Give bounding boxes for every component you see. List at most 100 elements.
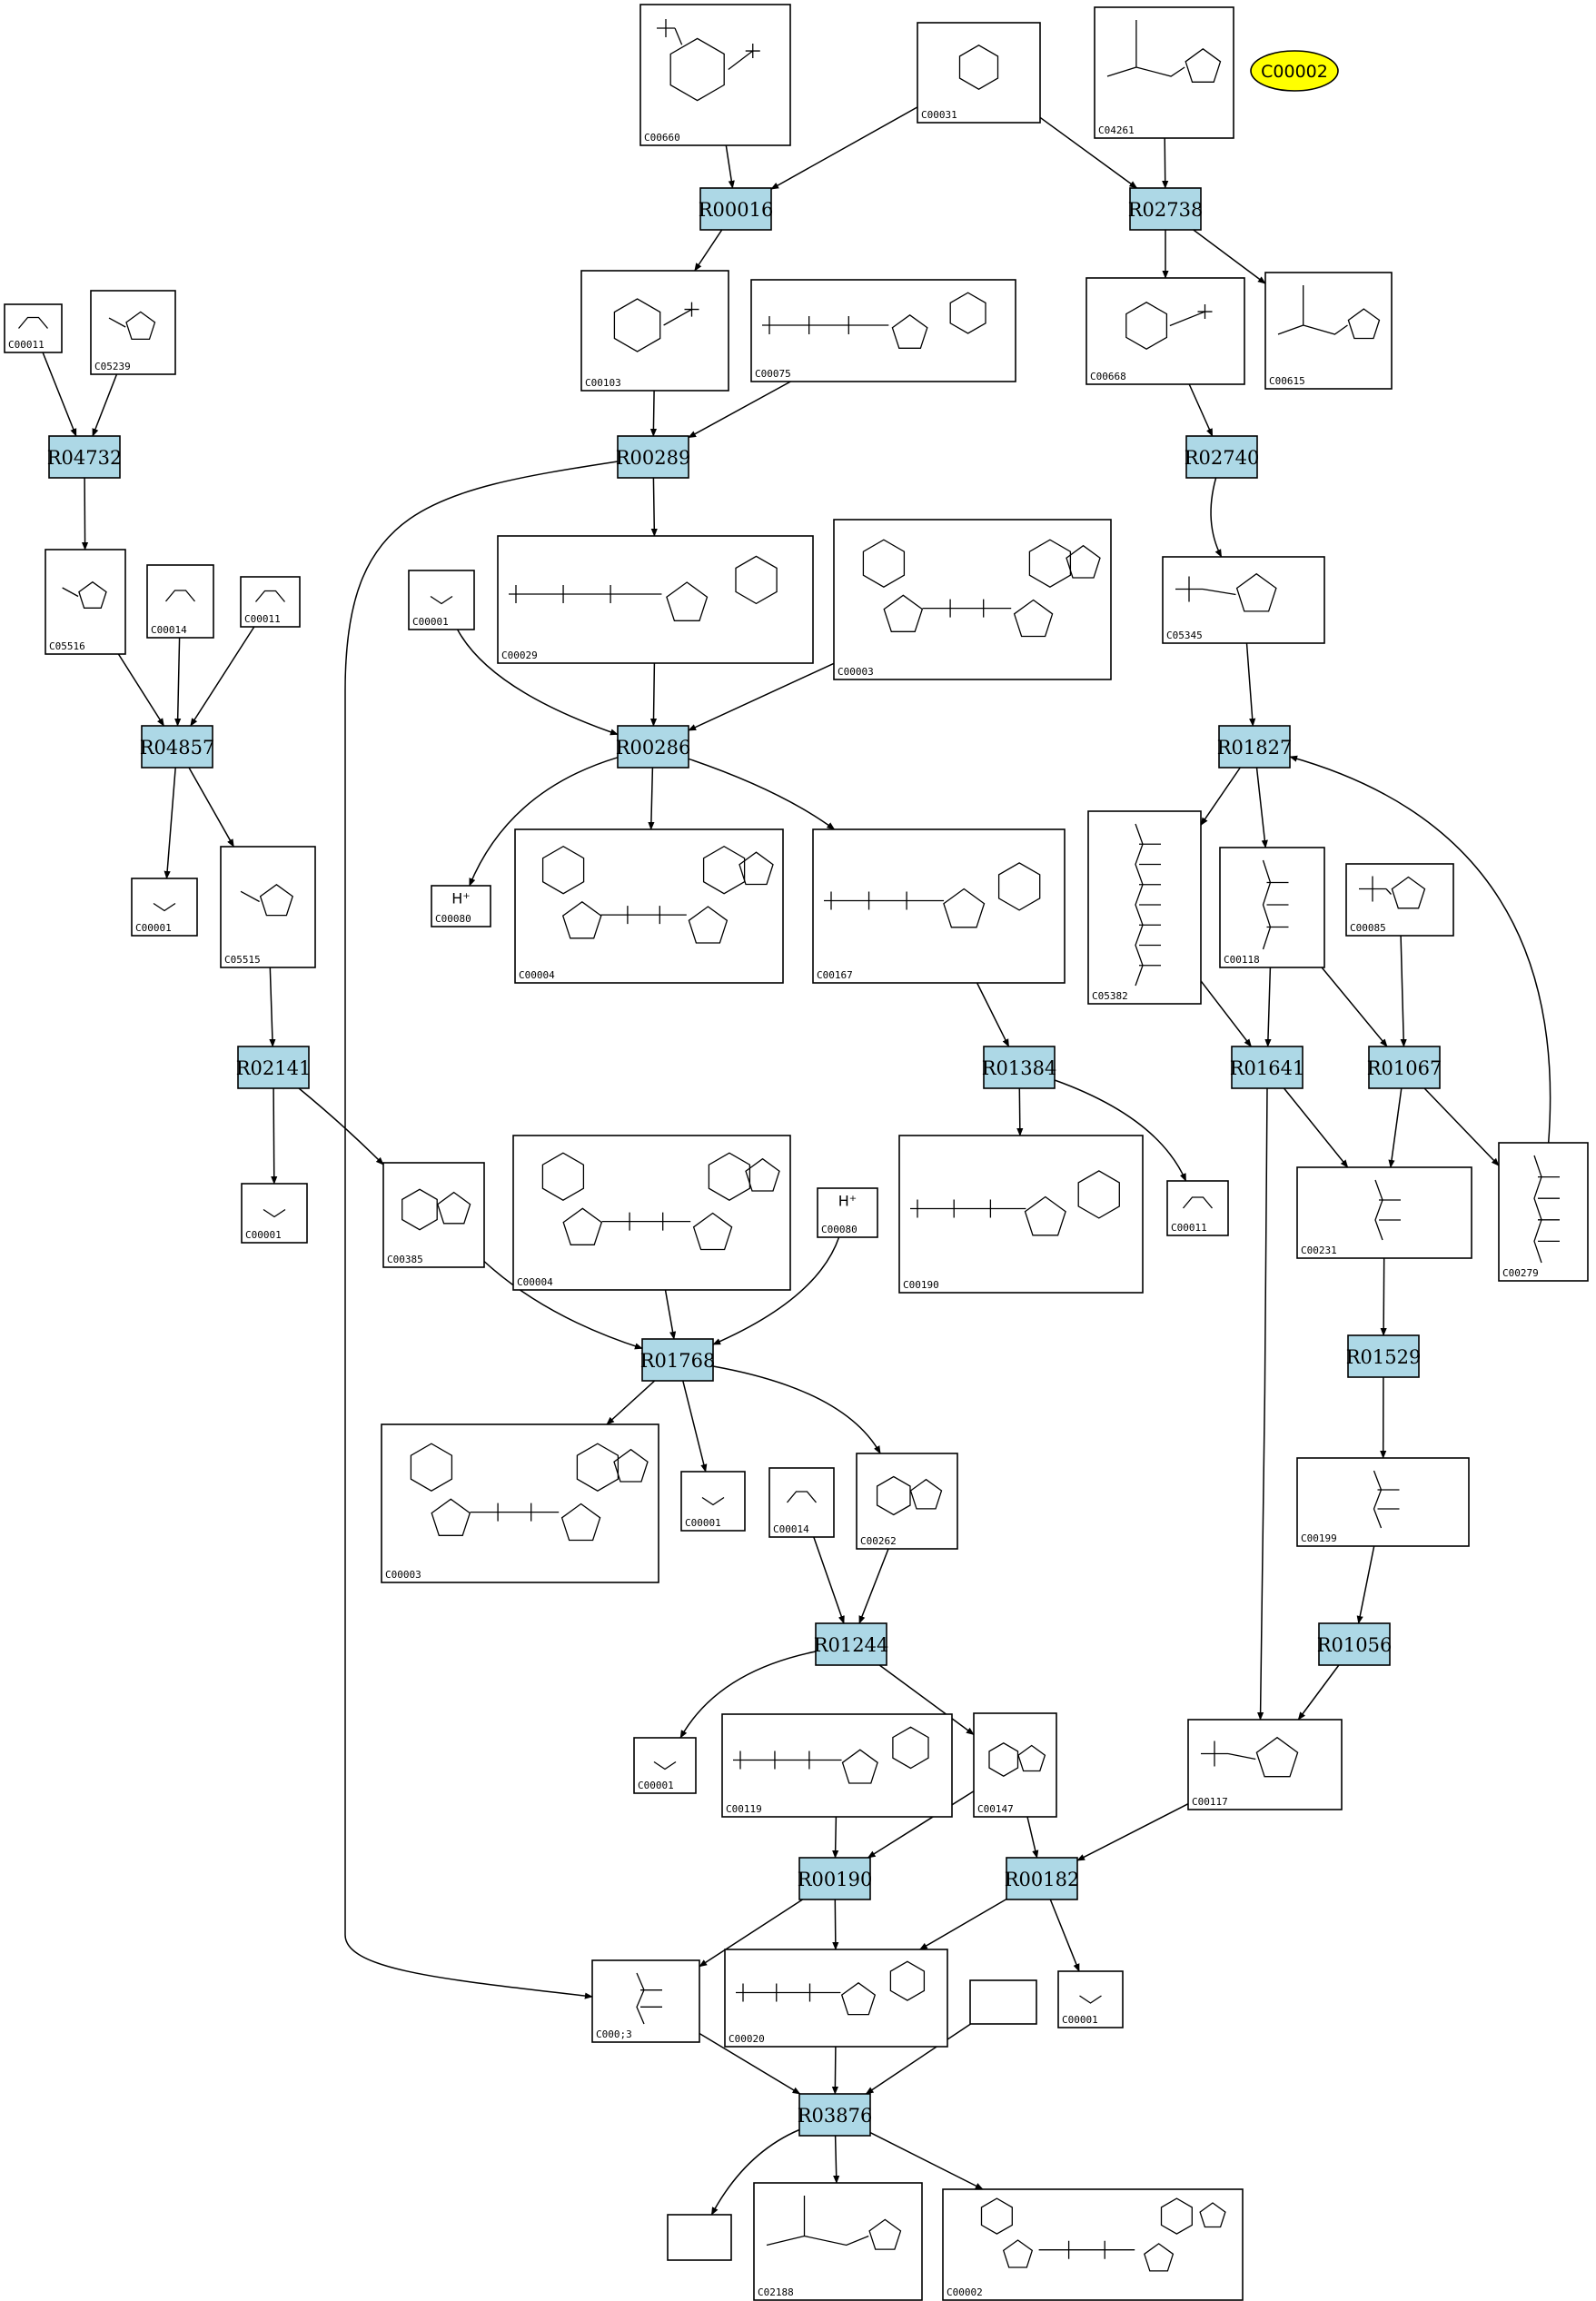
compound-C00011-node[interactable]: C00011	[240, 576, 301, 628]
compound-C00003-node[interactable]: C00003	[833, 519, 1112, 680]
bond	[18, 316, 48, 329]
compound-label: C00011	[244, 613, 281, 625]
compound-C00001-node[interactable]: C00001	[241, 1183, 308, 1244]
compound-C00085-node[interactable]: C00085	[1345, 863, 1454, 937]
edge-C00013a-R03876	[699, 2032, 801, 2095]
reaction-R03876-node[interactable]: R03876	[798, 2093, 873, 2137]
reaction-R00016-node[interactable]: R00016	[699, 187, 774, 231]
compound-C00001-node[interactable]: C00001	[131, 878, 198, 937]
reaction-R01244-node[interactable]: R01244	[814, 1622, 889, 1666]
edge-R00016-C00103a	[694, 229, 723, 272]
reaction-R02738-node[interactable]: R02738	[1128, 187, 1204, 231]
compound-C00385-node[interactable]: C00385	[382, 1162, 485, 1268]
compound-C00660-node[interactable]: C00660	[639, 4, 791, 146]
compound-C05515-node[interactable]: C05515	[220, 846, 316, 968]
compound-C00020-node[interactable]: C00020	[724, 1949, 948, 2048]
reaction-R02740-node[interactable]: R02740	[1185, 435, 1260, 479]
reaction-R00286-node[interactable]: R00286	[616, 725, 691, 769]
compound-C00147-node[interactable]: C00147	[973, 1712, 1057, 1818]
compound-C00080-node[interactable]: H⁺C00080	[431, 885, 491, 927]
compound-C00001-node[interactable]: C00001	[680, 1471, 746, 1532]
reaction-R02141-node[interactable]: R02141	[236, 1046, 312, 1089]
compound-C00167-node[interactable]: C00167	[812, 828, 1066, 984]
compound-C00014-node[interactable]: C00014	[146, 564, 214, 639]
compound-label: C00279	[1502, 1267, 1539, 1279]
edge-R01768-C00001d	[682, 1380, 708, 1473]
compound-C00103-node[interactable]: C00103	[580, 270, 729, 392]
edge-R03876-EMPTY2	[710, 2128, 800, 2216]
compound-C00014-node[interactable]: C00014	[768, 1467, 835, 1538]
edge-R00289-C00013	[344, 461, 619, 1999]
reaction-R01529-node[interactable]: R01529	[1346, 1334, 1422, 1378]
compound-C00615-node[interactable]: C00615	[1264, 272, 1393, 390]
reaction-R01384-node[interactable]: R01384	[982, 1046, 1057, 1089]
edge-R00289-C00029a	[650, 477, 658, 537]
compound-C05516-node[interactable]: C05516	[45, 549, 126, 655]
bond	[1038, 2240, 1135, 2259]
compound-C00262-node[interactable]: C00262	[856, 1453, 958, 1550]
compound-box	[639, 4, 791, 146]
compound-C00080-node[interactable]: H⁺C00080	[817, 1187, 878, 1238]
edge-C00385a-R01768	[483, 1260, 643, 1350]
compound-C00011-node[interactable]: C00011	[4, 303, 63, 353]
compound-C00003-node[interactable]: C00003	[381, 1423, 659, 1583]
edge-R04857-C05515a	[188, 767, 234, 848]
compound-C00668-node[interactable]: C00668	[1085, 277, 1245, 385]
compound-C02188-node[interactable]: C02188	[753, 2182, 923, 2301]
bond	[787, 1491, 817, 1503]
compound-C00279-node[interactable]: C00279	[1498, 1142, 1589, 1282]
bond	[922, 599, 1012, 618]
ring	[560, 1503, 601, 1542]
compound-label: C04261	[1098, 124, 1135, 136]
reaction-R01827-node[interactable]: R01827	[1217, 725, 1293, 769]
compound-box	[817, 1187, 878, 1238]
edge-C00118a-R01067	[1321, 967, 1388, 1047]
edge-R02141-C00001c	[271, 1087, 278, 1185]
compound-C00011-node[interactable]: C00011	[1166, 1180, 1229, 1236]
compound-C00001-node[interactable]: C00001	[408, 570, 475, 630]
compound-C00001-node[interactable]: C00001	[633, 1737, 697, 1794]
compound-empty-node[interactable]	[969, 1979, 1037, 2025]
compound-C00002-node[interactable]: C00002	[942, 2188, 1244, 2301]
compound-C05239-node[interactable]: C05239	[90, 290, 176, 375]
compound-C05345-node[interactable]: C05345	[1162, 556, 1325, 644]
highlight-compound-node[interactable]: C00002	[1250, 50, 1339, 92]
ring	[841, 1749, 878, 1784]
compound-C00004-node[interactable]: C00004	[514, 828, 784, 984]
compound-C00004-node[interactable]: C00004	[512, 1135, 791, 1291]
compound-C00117-node[interactable]: C00117	[1187, 1719, 1343, 1810]
reaction-R00289-node[interactable]: R00289	[616, 435, 691, 479]
edge-C00167a-R01384	[976, 982, 1010, 1047]
compound-label: C05345	[1166, 630, 1203, 641]
compound-C00001-node[interactable]: C00001	[1057, 1970, 1124, 2028]
compound-empty-node[interactable]	[667, 2214, 732, 2261]
compound-C05382-node[interactable]: C05382	[1087, 810, 1202, 1005]
compound-C00199-node[interactable]: C00199	[1296, 1457, 1470, 1547]
reaction-R00190-node[interactable]: R00190	[798, 1857, 873, 1900]
compound-C0003-node[interactable]: C000;3	[591, 1959, 700, 2043]
ring	[437, 1191, 471, 1225]
compound-box	[724, 1949, 948, 2048]
ring	[889, 1960, 926, 2001]
compound-C00029-node[interactable]: C00029	[497, 535, 814, 664]
reaction-box	[641, 1338, 714, 1382]
compound-C00119-node[interactable]: C00119	[721, 1713, 953, 1818]
reaction-box	[617, 435, 689, 479]
reaction-R01056-node[interactable]: R01056	[1317, 1622, 1393, 1666]
reaction-R01768-node[interactable]: R01768	[640, 1338, 716, 1382]
compound-C00075-node[interactable]: C00075	[750, 279, 1016, 382]
compound-label: C00001	[638, 1780, 674, 1791]
compound-C00231-node[interactable]: C00231	[1296, 1166, 1472, 1259]
reaction-R00182-node[interactable]: R00182	[1005, 1857, 1080, 1900]
reaction-R01067-node[interactable]: R01067	[1367, 1046, 1442, 1089]
compound-C04261-node[interactable]: C04261	[1094, 6, 1234, 139]
reaction-R01641-node[interactable]: R01641	[1230, 1046, 1305, 1089]
bond	[728, 44, 760, 71]
ring	[739, 851, 774, 886]
ring	[840, 1981, 877, 2016]
compound-C00031-node[interactable]: C00031	[917, 22, 1041, 124]
reaction-R04732-node[interactable]: R04732	[47, 435, 123, 479]
compound-C00118-node[interactable]: C00118	[1219, 847, 1325, 968]
reaction-R04857-node[interactable]: R04857	[140, 725, 215, 769]
compound-C00190-node[interactable]: C00190	[898, 1135, 1144, 1294]
